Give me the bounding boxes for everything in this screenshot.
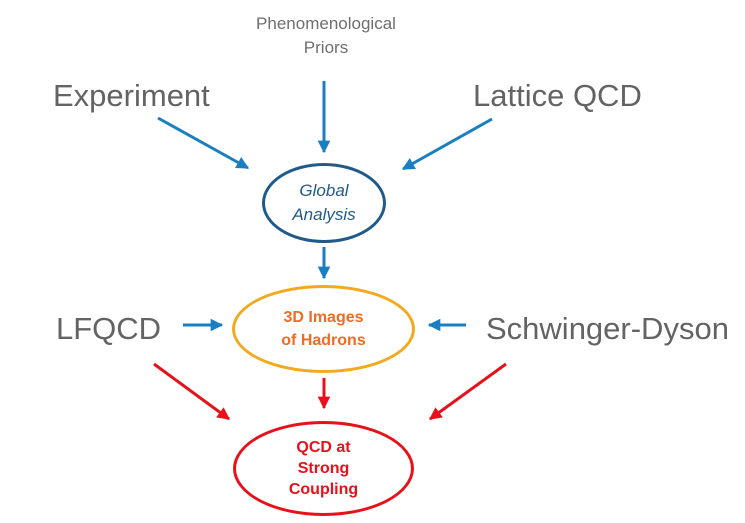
arrow-experiment-to-global <box>157 116 250 170</box>
strong-coupling-line-2: Strong <box>297 460 350 477</box>
global-analysis-line-1: Global <box>299 181 349 200</box>
schwinger-dyson-label: Schwinger-Dyson <box>486 311 729 346</box>
lfqcd-label: LFQCD <box>56 311 162 346</box>
hadron-images-line-1: 3D Images <box>283 309 364 326</box>
strong-coupling-node: QCD at Strong Coupling <box>233 421 414 516</box>
arrow-lattice-to-global <box>401 117 493 171</box>
strong-coupling-line-3: Coupling <box>288 481 359 498</box>
phenomenological-priors-line-1: Phenomenological <box>256 14 396 33</box>
arrow-lfqcd-to-qcd <box>153 362 231 421</box>
hadron-images-line-2: of Hadrons <box>281 332 366 349</box>
global-analysis-line-2: Analysis <box>292 205 356 224</box>
arrow-schwinger-to-qcd <box>428 362 507 421</box>
hadron-images-node: 3D Images of Hadrons <box>232 285 415 373</box>
global-analysis-node: Global Analysis <box>262 163 386 243</box>
lattice-qcd-label: Lattice QCD <box>473 78 642 113</box>
phenomenological-priors-label: Phenomenological Priors <box>226 12 426 60</box>
experiment-label: Experiment <box>53 78 210 113</box>
phenomenological-priors-line-2: Priors <box>303 38 349 57</box>
strong-coupling-line-1: QCD at <box>296 439 351 456</box>
